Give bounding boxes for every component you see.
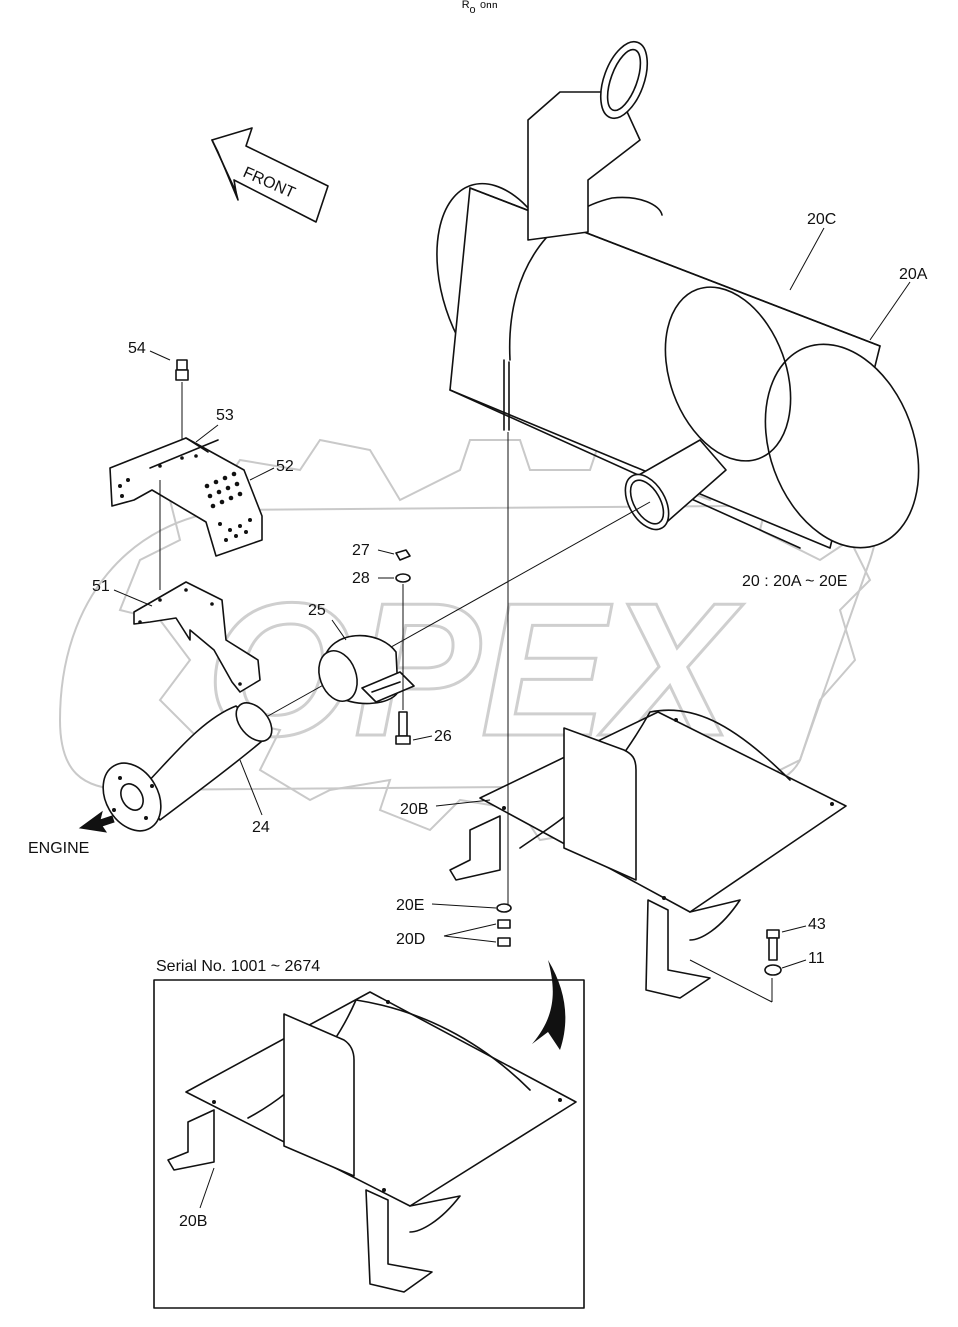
callout-11: 11 <box>808 950 825 967</box>
callout-20b-inset: 20B <box>179 1213 207 1230</box>
front-label: FRONT <box>240 164 297 202</box>
callout-20d: 20D <box>396 931 425 948</box>
bolt-washer: 43 11 <box>764 916 826 976</box>
callout-27: 27 <box>352 542 370 559</box>
callout-52: 52 <box>276 458 294 475</box>
callout-28: 28 <box>352 570 370 587</box>
callout-54: 54 <box>128 340 146 357</box>
top-mark: ᴿₒ ᵒⁿⁿ <box>462 0 498 16</box>
callout-25: 25 <box>308 602 326 619</box>
callout-20c: 20C <box>807 211 836 228</box>
callout-24: 24 <box>252 819 270 836</box>
kit-note: 20 : 20A ~ 20E <box>742 573 847 590</box>
inset-box: Serial No. 1001 ~ 2674 20B <box>153 958 585 1309</box>
engine-label: ENGINE <box>28 840 89 857</box>
front-arrow: FRONT <box>211 127 329 223</box>
callout-53: 53 <box>216 407 234 424</box>
muffler <box>436 40 920 549</box>
exhaust-pipe: 24 ENGINE <box>28 501 651 857</box>
clamp-assembly: 27 28 26 25 <box>308 542 452 745</box>
support-bracket: 20B <box>400 432 847 1003</box>
callout-20e: 20E <box>396 897 424 914</box>
callout-26: 26 <box>434 728 452 745</box>
inset-title: Serial No. 1001 ~ 2674 <box>156 958 320 975</box>
callout-43: 43 <box>808 916 826 933</box>
nut-washer-stack: 20E 20D <box>396 897 512 948</box>
callout-20a: 20A <box>899 266 928 283</box>
callout-20b: 20B <box>400 801 428 818</box>
inset-arrow <box>532 960 566 1050</box>
callout-51: 51 <box>92 578 110 595</box>
bracket-assembly: 54 53 52 51 <box>92 340 294 693</box>
